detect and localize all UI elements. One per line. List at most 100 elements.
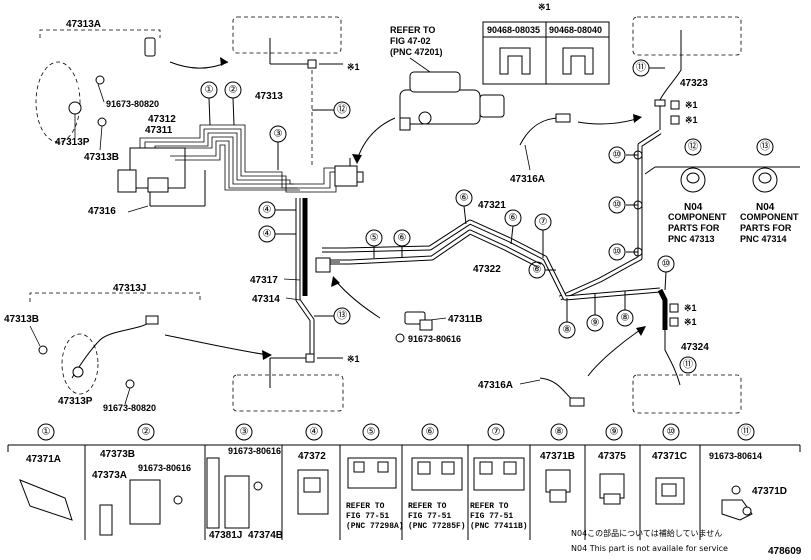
comp-left-line3: PNC 47313 (668, 234, 715, 244)
legend-5-num: ⑤ (367, 427, 376, 438)
legend-8-part: 47371B (540, 451, 575, 462)
callout-9-main: ⑨ (591, 318, 600, 329)
label-91673-80616-mid: 91673-80616 (408, 334, 461, 344)
clip-table-col1: 90468-08035 (487, 25, 540, 35)
legend-10-num: ⑩ (667, 427, 676, 438)
legend-6-refer-2: FIG 77-51 (408, 512, 451, 521)
label-47311B: 47311B (448, 314, 482, 325)
callout-12-main: ⑫ (337, 104, 347, 116)
brake-line-main (295, 198, 661, 358)
legend-1-num: ① (42, 427, 51, 438)
comp-left-line2: PARTS FOR (668, 223, 720, 233)
label-47311: 47311 (145, 125, 173, 136)
legend-5-refer-3: (PNC 77298A) (346, 522, 404, 531)
wheel-box-bottom-right: ⑩ ※1 ※1 47324 ⑪ (632, 255, 742, 414)
wheel-box-top: ※1 (232, 16, 360, 72)
label-47324: 47324 (681, 342, 709, 353)
legend-11-part-a: 91673-80614 (709, 451, 762, 461)
label-47313B-top: 47313B (84, 152, 119, 163)
legend-9-part: 47375 (598, 451, 626, 462)
legend-3-part-c: 47374B (248, 530, 283, 541)
brake-line-right: ⑩ ⑩ ⑩ (558, 129, 662, 301)
label-47323: 47323 (680, 78, 708, 89)
clip-table-mark: ※1 (538, 2, 551, 12)
legend-10-part: 47371C (652, 451, 687, 462)
callout-6-a: ⑥ (398, 233, 407, 244)
legend-6-refer-1: REFER TO (408, 502, 447, 511)
master-cylinder (399, 57, 505, 131)
callout-10-d: ⑩ (662, 259, 671, 270)
legend-8-num: ⑧ (555, 427, 564, 438)
label-47317: 47317 (250, 275, 278, 286)
label-47316: 47316 (88, 206, 116, 217)
pipe-bundle-upper (139, 124, 350, 193)
clip-table-col2: 90468-08040 (549, 25, 602, 35)
abs-actuator (117, 147, 206, 213)
legend-7-num: ⑦ (492, 427, 501, 438)
callout-10-a: ⑩ (613, 150, 622, 161)
callout-4-a: ④ (263, 205, 272, 216)
label-47316A-bot: 47316A (478, 380, 513, 391)
label-91673-80820-bot: 91673-80820 (103, 403, 156, 413)
legend-4-num: ④ (310, 427, 319, 438)
callout-10-b: ⑩ (613, 200, 622, 211)
callout-12-comp: ⑫ (688, 141, 698, 153)
legend-2-part-a: 47373B (100, 449, 135, 460)
clip-table: ※1 90468-08035 90468-08040 (482, 2, 610, 85)
callout-11-top: ⑪ (636, 62, 646, 74)
component-parts: ⑫ ⑬ N04 COMPONENT PARTS FOR PNC 47313 N0… (644, 138, 800, 244)
note-japanese: N04この部品については補給していません (571, 528, 722, 538)
hose-47316A-top: 47316A (510, 113, 571, 185)
note-mark-tr2: ※1 (685, 115, 698, 125)
legend-2-part-b: 47373A (92, 470, 127, 481)
callout-7-main: ⑦ (539, 217, 548, 228)
note-mark-tr1: ※1 (685, 100, 698, 110)
bracket-47311B: 47311B 91673-80616 (395, 311, 482, 344)
label-91673-80820-top: 91673-80820 (106, 99, 159, 109)
note-mark-br2: ※1 (684, 317, 697, 327)
callout-2-main: ② (229, 85, 238, 96)
comp-left-code: N04 (684, 202, 703, 213)
legend-5-refer-1: REFER TO (346, 502, 385, 511)
callout-8-b: ⑧ (621, 313, 630, 324)
refer-master-line3: (PNC 47201) (390, 47, 443, 57)
label-47313A: 47313A (66, 19, 101, 30)
comp-right-line3: PNC 47314 (740, 234, 787, 244)
callout-4-b: ④ (263, 229, 272, 240)
legend-7-refer-2: FIG 77-51 (470, 512, 513, 521)
legend-6-num: ⑥ (426, 427, 435, 438)
callout-5-main: ⑤ (370, 233, 379, 244)
label-47313P-top: 47313P (55, 137, 90, 148)
legend-2-num: ② (142, 427, 151, 438)
legend-1-part: 47371A (26, 454, 61, 465)
legend-11-part-b: 47371D (752, 486, 787, 497)
legend-5-refer-2: FIG 77-51 (346, 512, 389, 521)
legend-table: ① 47371A ② 47373B 47373A 91673-80616 ③ 9… (7, 423, 801, 541)
hose-group-47313A: 47313A 91673-80820 47313P 47313B (35, 19, 161, 163)
pipe-connector (334, 158, 364, 187)
refer-master-line1: REFER TO (390, 25, 435, 35)
legend-4-part: 47372 (298, 451, 326, 462)
comp-right-code: N04 (756, 202, 775, 213)
label-47316A-top: 47316A (510, 174, 545, 185)
callout-6-d: ⑥ (533, 265, 542, 276)
legend-7-refer-1: REFER TO (470, 502, 509, 511)
legend-6-refer-3: (PNC 77285F) (408, 522, 466, 531)
refer-master-line2: FIG 47-02 (390, 36, 431, 46)
legend-2-part-c: 91673-80616 (138, 463, 191, 473)
callout-6-b: ⑥ (460, 193, 469, 204)
wheel-box-bottom: ※1 (232, 353, 360, 412)
main-line-callouts: ① ② ③ ④ ④ ⑤ ⑥ ⑥ 47321 ⑥ ⑦ 47322 ⑥ ⑧ ⑨ ⑧ … (200, 70, 634, 339)
label-47321: 47321 (478, 200, 506, 211)
hose-47316A-bot: 47316A (478, 377, 585, 407)
note-mark-br1: ※1 (684, 303, 697, 313)
callout-11-bot: ⑪ (683, 359, 693, 371)
callout-1-main: ① (205, 85, 214, 96)
comp-left-line1: COMPONENT (668, 212, 727, 222)
legend-7-refer-3: (PNC 77411B) (470, 522, 528, 531)
callout-13-comp: ⑬ (760, 141, 770, 153)
label-47313J: 47313J (113, 283, 146, 294)
note-mark-bottom-left: ※1 (347, 354, 360, 364)
